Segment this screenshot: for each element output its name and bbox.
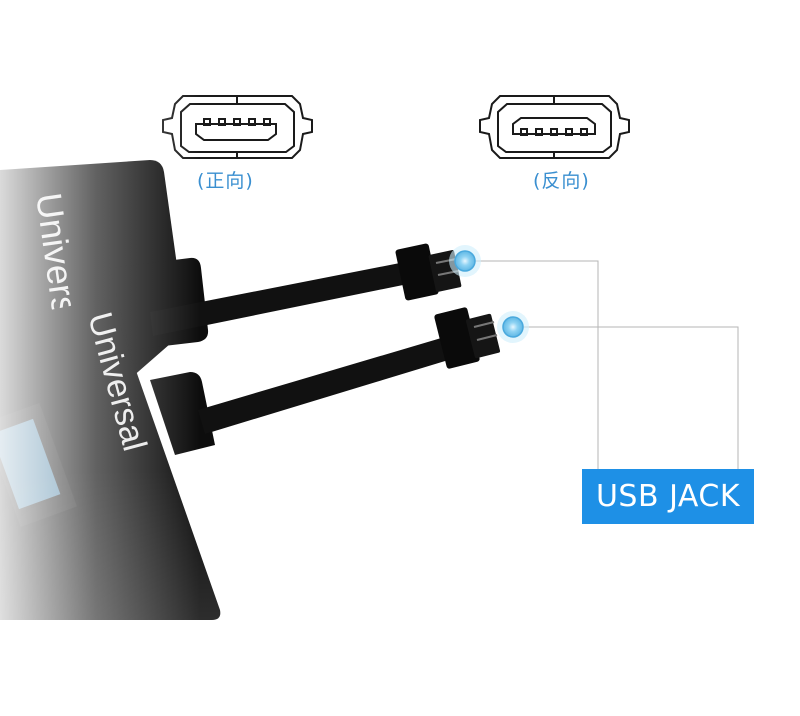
micro-usb-reverse-icon	[479, 95, 630, 159]
front-cable	[198, 307, 501, 434]
usb-jack-label: USB JACK	[582, 469, 754, 524]
callout-lines	[465, 260, 739, 470]
reverse-port-label: (反向)	[533, 170, 590, 192]
micro-usb-forward-icon	[162, 95, 313, 159]
forward-port-label: (正向)	[197, 170, 254, 192]
